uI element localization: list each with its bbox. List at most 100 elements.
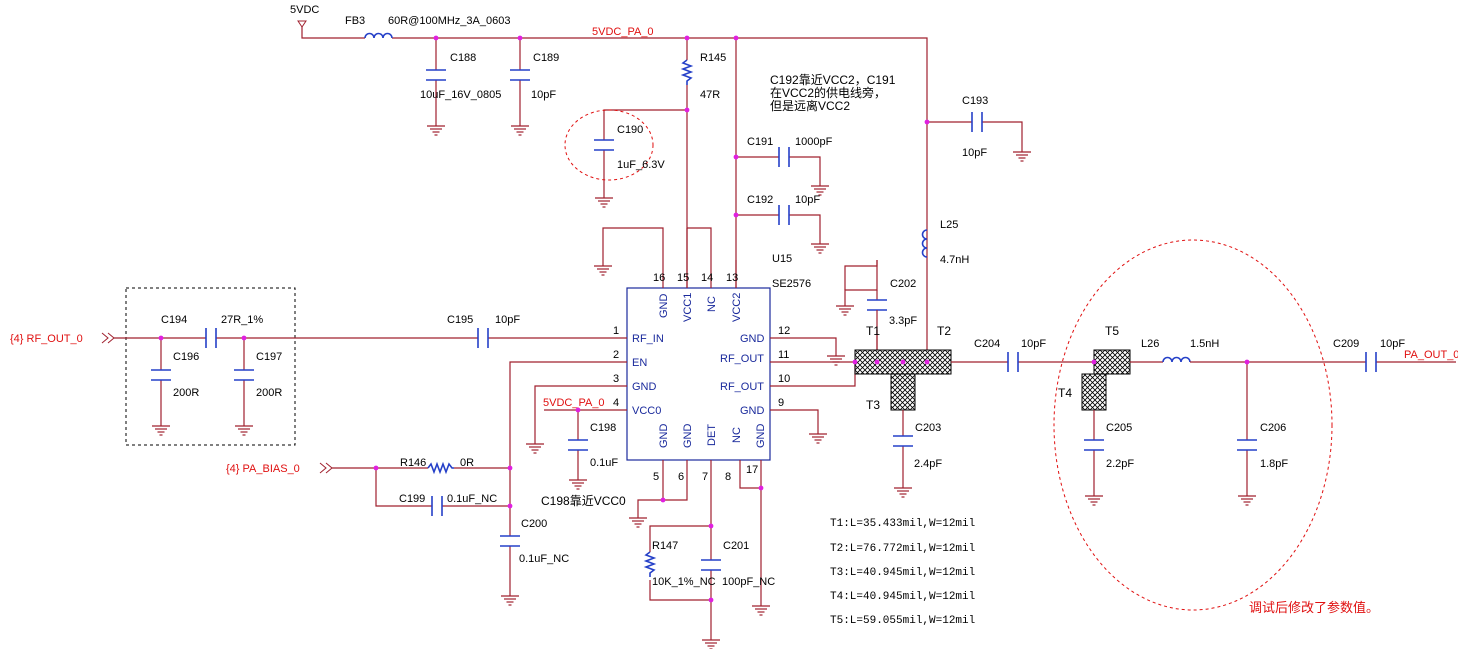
bias-network: {4} PA_BIAS_0 R146 0R C199 0.1uF_NC C200… xyxy=(226,361,627,606)
u15-part: SE2576 xyxy=(772,278,811,290)
pin1-num: 1 xyxy=(613,325,619,337)
vdc-net-label: 5VDC xyxy=(290,4,319,16)
pin11-num: 11 xyxy=(778,349,789,361)
note-vcc2-line2: 在VCC2的供电线旁， xyxy=(770,85,886,100)
c198-value: 0.1uF xyxy=(590,457,618,469)
c191-ref: C191 xyxy=(747,136,773,148)
pin8-num: 8 xyxy=(725,471,731,483)
c205-value: 2.2pF xyxy=(1106,458,1134,470)
pin12-name: GND xyxy=(740,333,765,345)
pin17-name: GND xyxy=(755,424,767,449)
t5-label: T5 xyxy=(1105,324,1119,338)
c205-ref: C205 xyxy=(1106,422,1132,434)
c194-ref: C194 xyxy=(161,314,187,326)
tline-spec-t2: T2:L=76.772mil,W=12mil xyxy=(830,543,975,555)
tline-spec-t5: T5:L=59.055mil,W=12mil xyxy=(830,615,975,627)
vdc-pa-vcc0-label: 5VDC_PA_0 xyxy=(543,397,605,409)
c189-capacitor: C189 10pF xyxy=(510,38,559,136)
pin10-num: 10 xyxy=(778,373,790,385)
c191-value: 1000pF xyxy=(795,136,833,148)
c200-value: 0.1uF_NC xyxy=(519,553,569,565)
tline-spec-list: T1:L=35.433mil,W=12mil T2:L=76.772mil,W=… xyxy=(830,518,975,627)
l25-value: 4.7nH xyxy=(940,254,969,266)
c201-value: 100pF_NC xyxy=(722,576,775,588)
tline-spec-t3: T3:L=40.945mil,W=12mil xyxy=(830,567,975,579)
pin9-name: GND xyxy=(740,405,765,417)
rf-input-network: {4} RF_OUT_0 C194 27R_1% C196 200R C197 … xyxy=(10,287,627,446)
r146-ref: R146 xyxy=(400,457,426,469)
pa-out-net-label: PA_OUT_0 xyxy=(1404,349,1458,361)
r145-ref: R145 xyxy=(700,52,726,64)
pin1-name: RF_IN xyxy=(632,333,664,345)
c188-value: 10uF_16V_0805 xyxy=(420,89,501,101)
pin17-num: 17 xyxy=(746,464,758,476)
r147-value: 10K_1%_NC xyxy=(652,576,716,588)
pin13-num: 13 xyxy=(726,272,738,284)
vcc2-placement-note: C192靠近VCC2，C191 在VCC2的供电线旁， 但是远离VCC2 xyxy=(770,73,896,113)
pin10-name: RF_OUT xyxy=(720,381,764,393)
c194-value: 27R_1% xyxy=(221,314,263,326)
t2-label: T2 xyxy=(937,324,951,338)
pin15-num: 15 xyxy=(677,272,689,284)
pin6-name: GND xyxy=(682,424,694,449)
c192-value: 10pF xyxy=(795,194,820,206)
vcc2-rail: C191 1000pF C192 10pF xyxy=(735,38,833,325)
c209-value: 10pF xyxy=(1380,338,1405,350)
c203-ref: C203 xyxy=(915,422,941,434)
fb3-ref: FB3 xyxy=(345,15,365,27)
c202-value: 3.3pF xyxy=(889,315,917,327)
c206-value: 1.8pF xyxy=(1260,458,1288,470)
c209-ref: C209 xyxy=(1333,338,1359,350)
c192-ref: C192 xyxy=(747,194,773,206)
note-vcc2-line3: 但是远离VCC2 xyxy=(770,98,850,113)
pin2-name: EN xyxy=(632,357,647,369)
pin6-num: 6 xyxy=(678,471,684,483)
c196-ref: C196 xyxy=(173,351,199,363)
c197-ref: C197 xyxy=(256,351,282,363)
l25-ref: L25 xyxy=(940,219,958,231)
c193-value: 10pF xyxy=(962,147,987,159)
fb3-value: 60R@100MHz_3A_0603 xyxy=(388,15,510,27)
pin7-num: 7 xyxy=(702,471,708,483)
c199-ref: C199 xyxy=(399,493,425,505)
u15-ic: U15 SE2576 16 15 14 13 GND VCC1 NC VCC2 … xyxy=(593,227,856,649)
note-c198: C198靠近VCC0 xyxy=(541,494,626,508)
vcc0-network: 5VDC_PA_0 C198 0.1uF C198靠近VCC0 xyxy=(525,385,627,508)
c200-ref: C200 xyxy=(521,518,547,530)
c190-value: 1uF_6.3V xyxy=(617,159,665,171)
pin14-name: NC xyxy=(706,296,718,312)
r145-value: 47R xyxy=(700,89,720,101)
pin4-name: VCC0 xyxy=(632,405,661,417)
c197-value: 200R xyxy=(256,387,282,399)
pin16-num: 16 xyxy=(653,272,665,284)
fb3-inductor-symbol xyxy=(364,32,393,39)
tline-spec-t4: T4:L=40.945mil,W=12mil xyxy=(830,591,975,603)
output-matching: C202 3.3pF T1 T2 T3 C203 2.4pF C204 10pF… xyxy=(835,239,1458,615)
pin2-num: 2 xyxy=(613,349,619,361)
r145-resistor: R145 47R xyxy=(680,38,726,325)
t3-label: T3 xyxy=(866,398,880,412)
pin5-name: GND xyxy=(658,424,670,449)
c196-value: 200R xyxy=(173,387,199,399)
pin14-num: 14 xyxy=(701,272,713,284)
tline-spec-t1: T1:L=35.433mil,W=12mil xyxy=(830,518,975,530)
c190-capacitor: C190 1uF_6.3V xyxy=(564,109,687,208)
c203-value: 2.4pF xyxy=(914,458,942,470)
c198-ref: C198 xyxy=(590,422,616,434)
pin11-name: RF_OUT xyxy=(720,353,764,365)
c193-capacitor: C193 10pF xyxy=(927,95,1032,162)
power-rail: 5VDC FB3 60R@100MHz_3A_0603 5VDC_PA_0 xyxy=(290,4,928,350)
pin8-name: NC xyxy=(731,427,743,443)
c188-ref: C188 xyxy=(450,52,476,64)
t1-label: T1 xyxy=(866,324,880,338)
note-tuned: 调试后修改了参数值。 xyxy=(1249,600,1379,615)
junction-dots xyxy=(158,35,1250,603)
c199-value: 0.1uF_NC xyxy=(447,493,497,505)
vdc-pa-net-label: 5VDC_PA_0 xyxy=(592,26,654,38)
c202-ref: C202 xyxy=(890,278,916,290)
c193-ref: C193 xyxy=(962,95,988,107)
r147-ref: R147 xyxy=(652,540,678,552)
note-vcc2-line1: C192靠近VCC2，C191 xyxy=(770,73,896,87)
c206-ref: C206 xyxy=(1260,422,1286,434)
